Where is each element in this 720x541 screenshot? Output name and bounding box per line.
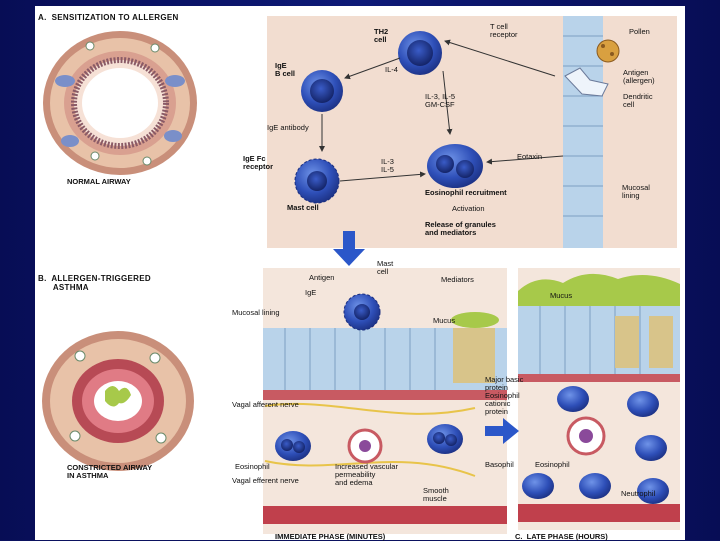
normal-airway-illustration: [43, 31, 197, 175]
eosinophil-b-label: Eosinophil: [235, 462, 270, 471]
epithelium-c: [518, 306, 680, 522]
mast-cell-icon: [294, 158, 340, 204]
eosinophil-recruitment-label: Eosinophil recruitment: [425, 188, 507, 197]
mucus-goblet-b: [451, 312, 499, 383]
epithelium-a: [563, 16, 603, 248]
mucus-c: [518, 273, 680, 309]
t-cell-receptor-label: T cell receptor: [490, 22, 518, 39]
illustration-layer: [42, 16, 680, 524]
il3-il5-label: IL-3 IL-5: [381, 157, 394, 174]
eosinophil-b-icon: [275, 431, 311, 461]
ige-antibody-label: IgE antibody: [267, 123, 309, 132]
mucus-b-label: Mucus: [433, 316, 456, 325]
basophil-label: Basophil: [485, 460, 514, 469]
immediate-phase-footer: IMMEDIATE PHASE (MINUTES): [275, 532, 386, 541]
ige-b-cell-label: IgE B cell: [275, 61, 296, 78]
mucosal-lining-a-label: Mucosal lining: [622, 183, 650, 200]
antigen-b-label: Antigen: [309, 273, 335, 282]
cytokine-label: IL-3, IL-5 GM-CSF: [425, 92, 456, 109]
smooth-muscle-label: Smooth muscle: [423, 486, 449, 503]
eosinophil-b2-icon: [427, 424, 463, 454]
section-b-title: B. ALLERGEN-TRIGGERED ASTHMA: [38, 274, 151, 292]
asthma-diagram-slide: A. SENSITIZATION TO ALLERGEN NORMAL AIRW…: [35, 6, 685, 541]
mbp-label: Major basic protein Eosinophil cationic …: [485, 375, 524, 416]
constricted-airway-illustration: [42, 331, 194, 471]
immediate-phase-panel: [263, 268, 507, 534]
vascular-permeability-label: Increased vascular permeability and edem…: [335, 462, 398, 487]
pollen-icon: [596, 39, 620, 63]
eosinophil-cell-icon: [427, 144, 483, 188]
cells-c: [522, 386, 669, 504]
mast-cell-label: Mast cell: [287, 203, 319, 212]
th2-cell-label: TH2 cell: [374, 27, 389, 44]
vagal-afferent-label: Vagal afferent nerve: [232, 400, 299, 409]
antigen-label: Antigen (allergen): [623, 68, 655, 85]
il4-label: IL-4: [385, 65, 398, 74]
vagal-efferent-label: Vagal efferent nerve: [232, 476, 299, 485]
ige-b-label: IgE: [305, 288, 317, 297]
activation-label: Activation: [452, 204, 485, 213]
dendritic-cell-label: Dendritic cell: [623, 92, 653, 109]
b-cell-icon: [301, 70, 343, 112]
down-arrow-icon: [333, 231, 365, 266]
th2-cell-icon: [398, 31, 442, 75]
eosinophil-c-label: Eosinophil: [535, 460, 570, 469]
mucus-c-label: Mucus: [550, 291, 573, 300]
pollen-label: Pollen: [629, 27, 650, 36]
constricted-airway-caption: CONSTRICTED AIRWAY IN ASTHMA: [67, 463, 153, 480]
ige-fc-receptor-label: IgE Fc receptor: [243, 154, 274, 171]
mucosal-lining-b-label: Mucosal lining: [232, 308, 280, 317]
vessel-b-icon: [347, 428, 383, 464]
eotaxin-label: Eotaxin: [517, 152, 543, 161]
mast-cell-b-label: Mast cell: [377, 259, 394, 276]
release-label: Release of granules and mediators: [425, 220, 496, 237]
mediators-label: Mediators: [441, 275, 474, 284]
late-phase-footer: C. LATE PHASE (HOURS): [515, 532, 608, 541]
neutrophil-label: Neutrophil: [621, 489, 656, 498]
right-arrow-icon: [485, 418, 519, 444]
mast-cell-b-icon: [343, 293, 381, 331]
dendritic-cell-icon: [564, 67, 609, 97]
normal-airway-caption: NORMAL AIRWAY: [67, 177, 131, 186]
section-a-title: A. SENSITIZATION TO ALLERGEN: [38, 13, 179, 22]
